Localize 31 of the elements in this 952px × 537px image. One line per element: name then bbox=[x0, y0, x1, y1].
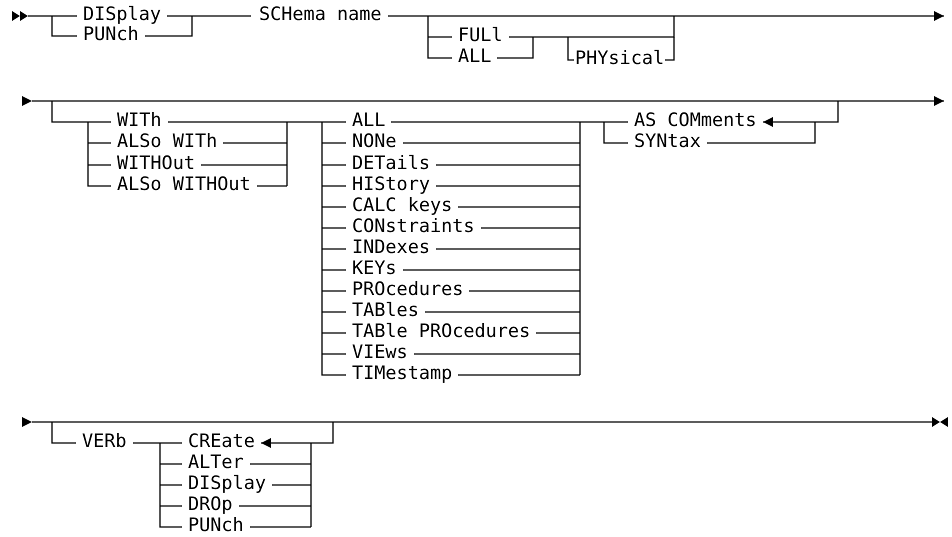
syntax-keyword: PUNch bbox=[188, 516, 244, 536]
syntax-keyword: INDexes bbox=[352, 238, 430, 258]
syntax-keyword: PROcedures bbox=[352, 280, 464, 300]
syntax-keyword: WITh bbox=[117, 111, 162, 131]
syntax-keyword: ALL bbox=[352, 111, 386, 131]
syntax-keyword: ALSo WITh bbox=[117, 132, 218, 152]
syntax-keyword: SYNtax bbox=[634, 132, 701, 152]
syntax-keyword: FULl bbox=[458, 26, 503, 46]
syntax-keyword: ALTer bbox=[188, 453, 244, 473]
syntax-keyword: PHYsical bbox=[575, 49, 664, 69]
syntax-keyword: TIMestamp bbox=[352, 364, 452, 384]
syntax-keyword: CALC keys bbox=[352, 196, 452, 216]
syntax-keyword: AS COMments bbox=[634, 111, 757, 131]
syntax-keyword: DROp bbox=[188, 495, 233, 515]
syntax-keyword: WITHOut bbox=[117, 154, 195, 174]
syntax-keyword: DISplay bbox=[188, 474, 266, 494]
syntax-keyword: TABle PROcedures bbox=[352, 322, 530, 342]
syntax-keyword: HIStory bbox=[352, 175, 430, 195]
syntax-keyword: SCHema name bbox=[259, 5, 382, 25]
syntax-keyword: ALL bbox=[458, 47, 492, 67]
syntax-keyword: DISplay bbox=[83, 5, 161, 25]
syntax-keyword: PUNch bbox=[83, 25, 139, 45]
syntax-keyword: TABles bbox=[352, 301, 419, 321]
syntax-keyword: ALSo WITHOut bbox=[117, 175, 251, 195]
syntax-keyword: VIEws bbox=[352, 343, 408, 363]
syntax-keyword: VERb bbox=[82, 432, 127, 452]
syntax-keyword: DETails bbox=[352, 154, 430, 174]
syntax-keyword: CONstraints bbox=[352, 217, 475, 237]
syntax-keyword: KEYs bbox=[352, 259, 397, 279]
syntax-keyword: CREate bbox=[188, 432, 255, 452]
syntax-keyword: NONe bbox=[352, 132, 397, 152]
